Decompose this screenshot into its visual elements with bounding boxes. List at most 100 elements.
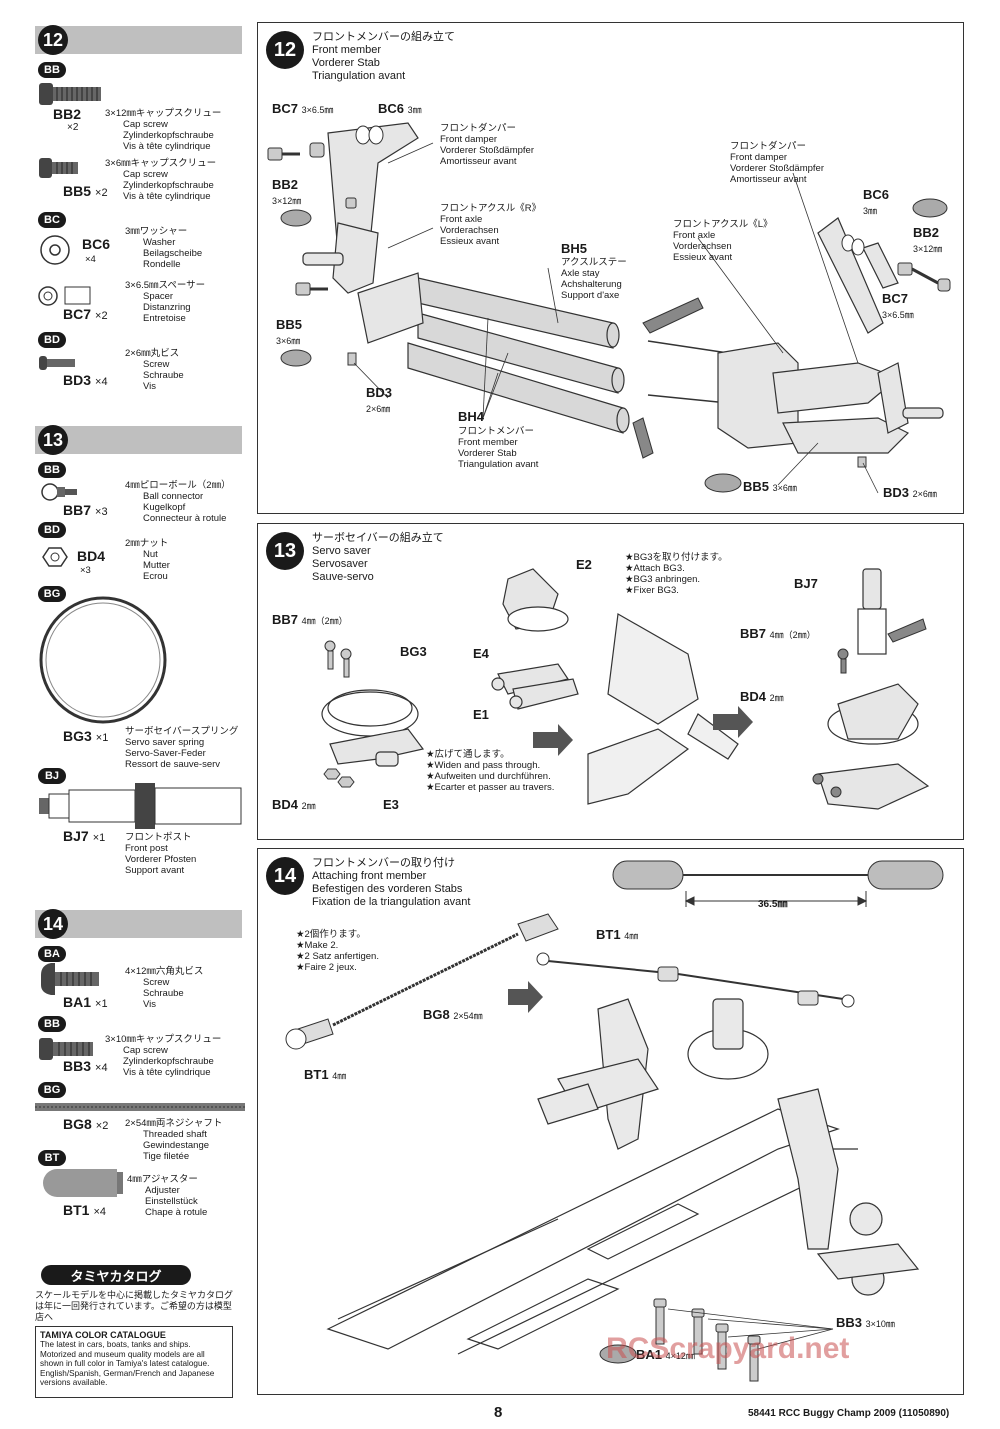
bag-bb-badge-13: BB: [38, 462, 66, 478]
label-e4: E4: [473, 646, 489, 661]
bb5-screw-icon: [39, 158, 78, 178]
bag-bg-badge-14: BG: [38, 1082, 66, 1098]
part-ba1-desc: 4×12㎜六角丸ビス Screw Schraube Vis: [125, 966, 204, 1010]
label-bc7-left: BC7 3×6.5㎜: [272, 101, 334, 116]
part-bg3-desc: サーボセイバースプリング Servo saver spring Servo-Sa…: [125, 726, 239, 770]
label-e3: E3: [383, 797, 399, 812]
step-14-parts-header: 14: [35, 909, 242, 939]
part-bb7-desc: 4㎜ピローボール（2㎜） Ball connector Kugelkopf Co…: [125, 480, 231, 524]
part-bg8-desc: 2×54㎜両ネジシャフト Threaded shaft Gewindestang…: [125, 1118, 223, 1162]
catalogue-jp-text: スケールモデルを中心に掲載したタミヤカタログは年に一回発行されています。ご希望の…: [35, 1290, 234, 1322]
footer-code: 58441 RCC Buggy Champ 2009 (11050890): [748, 1408, 950, 1419]
label-bb5-right: BB5 3×6㎜: [743, 479, 797, 494]
note-attach-bg3: ★BG3を取り付けます。★Attach BG3.★BG3 anbringen.★…: [625, 552, 728, 596]
part-bd4-code: BD4: [77, 548, 106, 564]
bj7-post-icon: [39, 783, 242, 829]
label-bj7: BJ7: [794, 576, 818, 591]
part-bb2-desc: 3×12㎜キャップスクリュー Cap screw Zylinderkopfsch…: [105, 108, 222, 152]
part-bt1-desc: 4㎜アジャスター Adjuster Einstellstück Chape à …: [127, 1174, 208, 1218]
bt1-adjuster-icon: [43, 1169, 123, 1197]
step-12-number: 12: [266, 31, 304, 69]
label-bb3: BB3 3×10㎜: [836, 1315, 895, 1330]
part-bg3-code: BG3×1: [63, 728, 109, 744]
part-bb5-desc: 3×6㎜キャップスクリュー Cap screw Zylinderkopfschr…: [105, 158, 217, 202]
label-bd4-right: BD4 2㎜: [740, 689, 784, 704]
step-13-number: 13: [266, 532, 304, 570]
step-12-titles: フロントメンバーの組み立て Front member Vorderer Stab…: [312, 31, 455, 82]
label-bb7-left: BB7 4㎜（2㎜）: [272, 612, 348, 627]
step-14-badge: 14: [38, 909, 68, 939]
label-ba1: BA1 4×12㎜: [636, 1347, 695, 1362]
step-13-titles: サーボセイバーの組み立て Servo saver Servosaver Sauv…: [312, 532, 444, 583]
part-bd3-desc: 2×6㎜丸ビス Screw Schraube Vis: [125, 348, 184, 392]
label-bc6-left: BC6 3㎜: [378, 101, 422, 116]
page-number: 8: [494, 1404, 503, 1421]
parts-sidebar: 12 BB: [35, 20, 245, 1398]
step-12-header: 12 フロントメンバーの組み立て Front member Vorderer S…: [266, 31, 455, 83]
bd3-screw-icon: [39, 356, 75, 370]
part-ba1-code: BA1×1: [63, 994, 108, 1010]
dimension-36-5mm: 36.5㎜: [758, 899, 788, 910]
step-13-parts-header: 13: [35, 425, 242, 455]
label-e2: E2: [576, 557, 592, 572]
label-bb7-right: BB7 4㎜（2㎜）: [740, 626, 816, 641]
bag-bb-badge: BB: [38, 62, 66, 78]
label-bd3-right: BD3 2×6㎜: [883, 485, 937, 500]
ba1-screw-icon: [41, 963, 99, 995]
bag-bg-badge-13: BG: [38, 586, 66, 602]
bb2-screw-icon: [39, 83, 101, 105]
bd4-nut-icon: [42, 547, 68, 567]
step-13-drawing: [321, 568, 930, 810]
bag-ba-badge: BA: [38, 946, 66, 962]
bag-bj-badge: BJ: [38, 768, 66, 784]
step-14-header: 14 フロントメンバーの取り付け Attaching front member …: [266, 857, 470, 909]
part-bt1-code: BT1×4: [63, 1202, 106, 1218]
label-bh5: BH5: [561, 241, 588, 256]
part-bd4-desc: 2㎜ナット Nut Mutter Ecrou: [125, 538, 170, 582]
label-bt1-bottom: BT1 4㎜: [304, 1067, 347, 1082]
bc7-spacer-icon: [38, 286, 91, 306]
bag-bb-badge-14: BB: [38, 1016, 66, 1032]
part-bc6-code: BC6: [82, 236, 111, 252]
note-widen-pass-through: ★広げて通します。★Widen and pass through.★Aufwei…: [426, 749, 555, 793]
label-bt1-top: BT1 4㎜: [596, 927, 639, 942]
step-13-header: 13 サーボセイバーの組み立て Servo saver Servosaver S…: [266, 532, 444, 584]
catalogue-box: TAMIYA COLOR CATALOGUE The latest in car…: [35, 1326, 233, 1398]
part-bj7-code: BJ7×1: [63, 828, 106, 844]
step-12-badge: 12: [38, 25, 68, 55]
step-14-panel: 14 フロントメンバーの取り付け Attaching front member …: [257, 848, 964, 1395]
part-bb3-desc: 3×10㎜キャップスクリュー Cap screw Zylinderkopfsch…: [105, 1034, 222, 1078]
part-bb7-code: BB7×3: [63, 502, 108, 518]
part-bg8-code: BG8×2: [63, 1116, 109, 1132]
bc6-washer-icon: [40, 235, 70, 265]
bag-bd-badge-13: BD: [38, 522, 66, 538]
label-bg3: BG3: [400, 644, 427, 659]
part-bb2-code: BB2: [53, 106, 82, 122]
part-bb3-code: BB3×4: [63, 1058, 108, 1074]
label-bd4-left: BD4 2㎜: [272, 797, 316, 812]
step-12-parts-header: 12: [35, 25, 242, 55]
step-14-number: 14: [266, 857, 304, 895]
bg8-threaded-shaft-icon: [35, 1103, 245, 1111]
step-13-panel: 13 サーボセイバーの組み立て Servo saver Servosaver S…: [257, 523, 964, 840]
step-12-panel: 12 フロントメンバーの組み立て Front member Vorderer S…: [257, 22, 964, 514]
part-bd3-code: BD3×4: [63, 372, 108, 388]
part-bb5-code: BB5×2: [63, 183, 108, 199]
sidebar-part-drawings: [35, 83, 245, 1197]
note-make-2: ★2個作ります。★Make 2.★2 Satz anfertigen.★Fair…: [296, 929, 379, 973]
step-14-titles: フロントメンバーの取り付け Attaching front member Bef…: [312, 857, 471, 908]
label-bg8: BG8 2×54㎜: [423, 1007, 483, 1022]
part-bj7-desc: フロントポスト Front post Vorderer Pfosten Supp…: [125, 832, 197, 876]
part-bc6-desc: 3㎜ワッシャー Washer Beilagscheibe Rondelle: [125, 226, 203, 270]
